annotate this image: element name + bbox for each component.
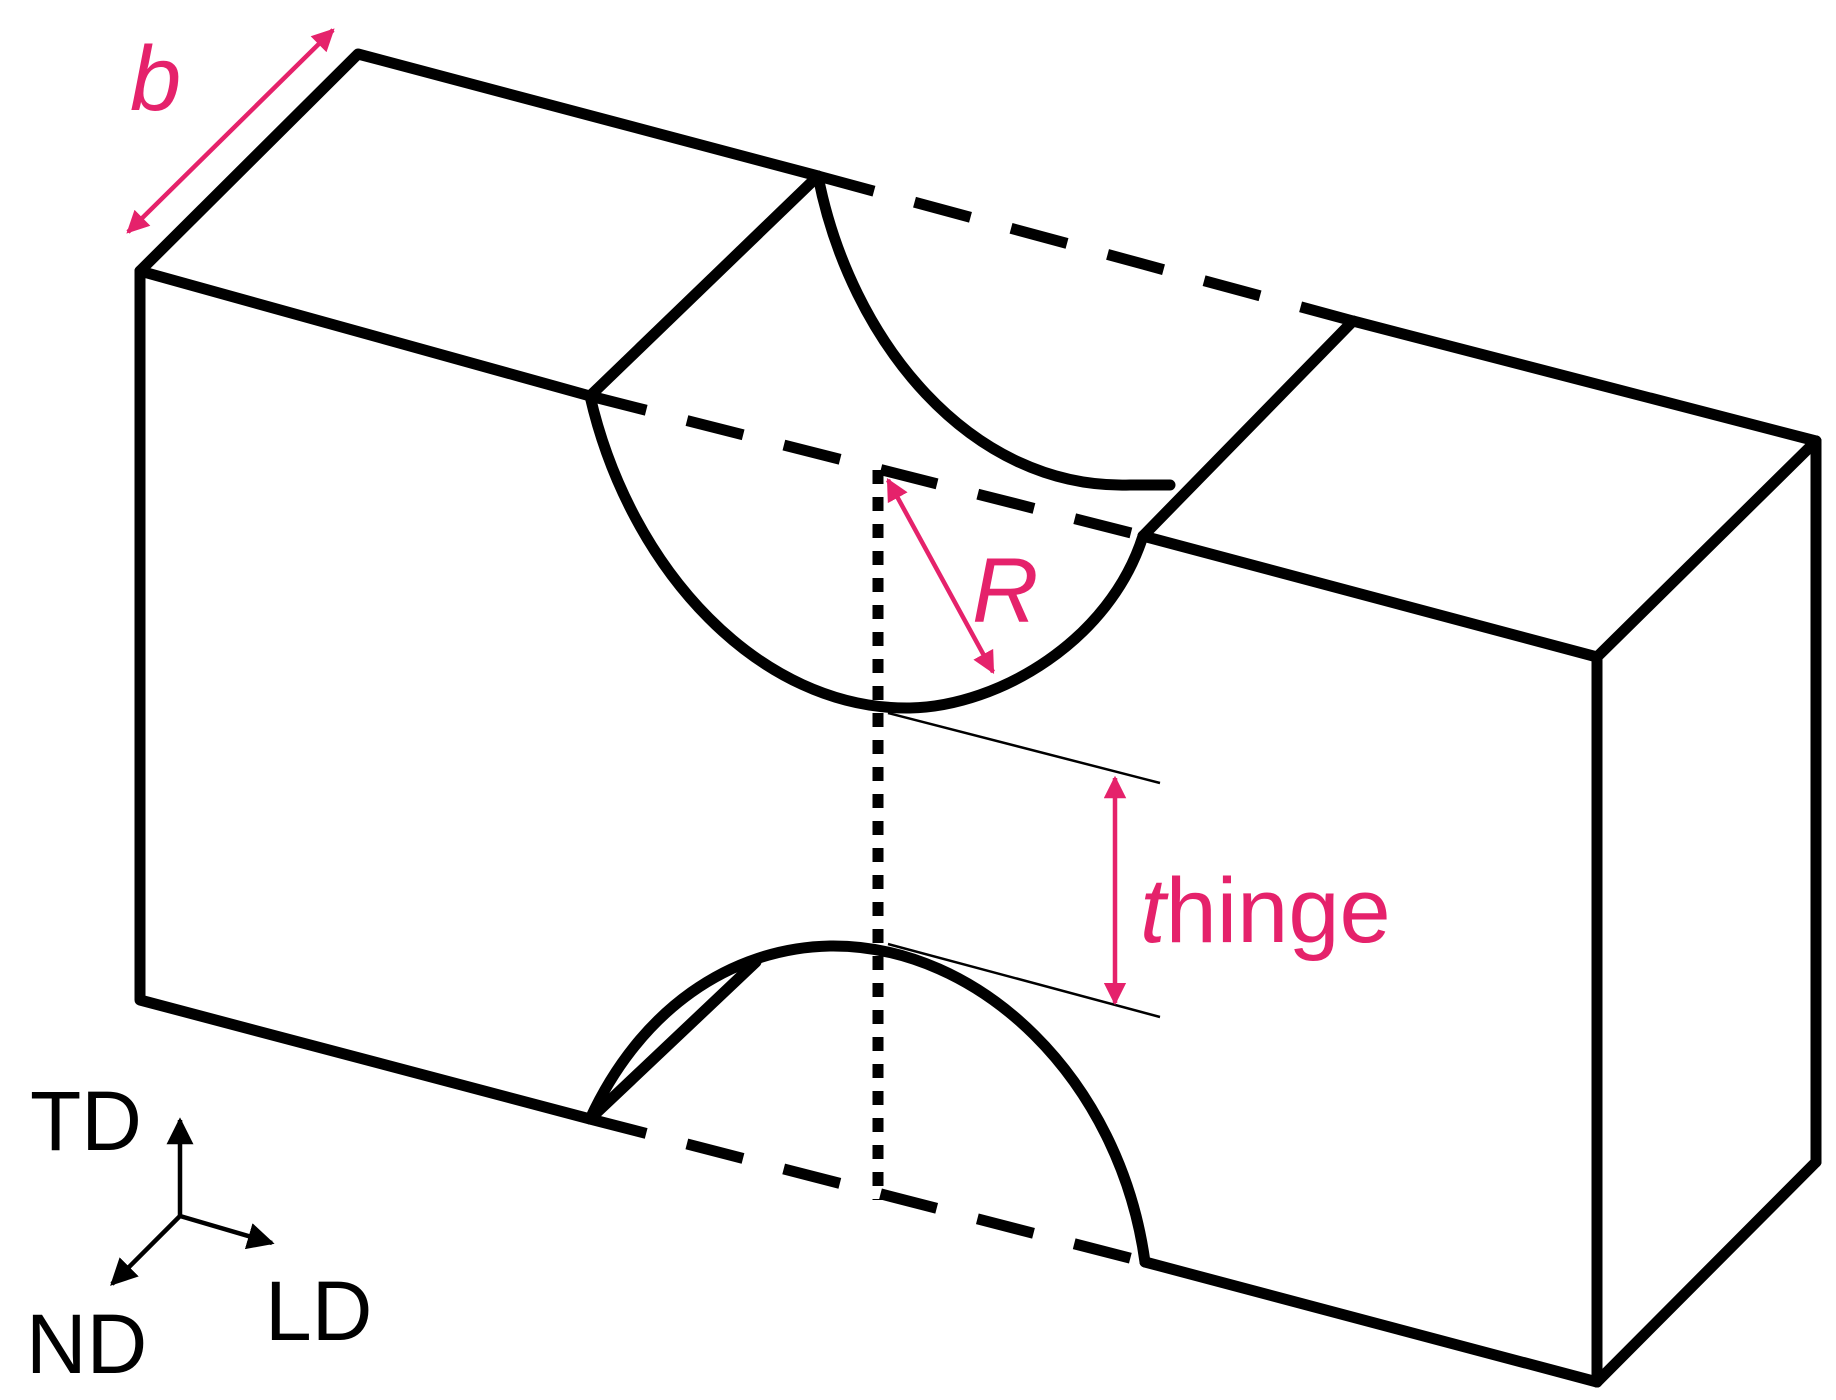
block-outline: [134, 48, 1822, 1388]
top-notch-back-arc: [812, 170, 1176, 491]
top-face-left-outline: [134, 48, 824, 277]
td-axis-label: TD: [30, 1074, 142, 1168]
hidden-edges: [588, 170, 1355, 1268]
hidden-top-front-edge: [588, 390, 1145, 542]
thickness-subscript-label: hinge: [1166, 860, 1391, 962]
radius-label: R: [972, 540, 1038, 642]
ld-axis-label: LD: [265, 1264, 372, 1358]
ld-axis-arrow: [179, 1213, 275, 1250]
width-b-arrow: [126, 28, 335, 234]
lower-extension-line: [887, 942, 1161, 1019]
radius-r-arrow: [886, 478, 995, 674]
top-face-back-right-edge: [1347, 315, 1822, 447]
nd-axis-arrow: [110, 1214, 182, 1286]
front-bottom-right-edge: [1139, 1256, 1603, 1388]
upper-extension-line: [887, 711, 1161, 785]
thickness-main-label: t: [1140, 860, 1169, 962]
thickness-label: thinge: [1140, 860, 1391, 962]
front-top-right-edge: [1137, 530, 1603, 663]
bottom-notch-front-arc: [584, 940, 1151, 1268]
bottom-notch-slope: [584, 956, 762, 1125]
top-notch: [584, 170, 1359, 714]
top-notch-right-slope: [1137, 315, 1359, 542]
top-notch-front-arc: [584, 390, 1149, 714]
top-face-right-edge: [1591, 435, 1822, 663]
thickness-extension-lines: [887, 711, 1161, 1019]
width-label: b: [130, 28, 181, 130]
top-notch-left-slope: [584, 170, 824, 402]
hidden-bottom-front-edge: [588, 1113, 1147, 1268]
hidden-top-back-edge: [816, 170, 1355, 327]
dimension-arrows: [126, 28, 1127, 1006]
bottom-notch: [584, 940, 1151, 1268]
nd-axis-label: ND: [26, 1297, 147, 1391]
axis-triad: TD ND LD: [26, 1074, 372, 1391]
front-face-left-outline: [134, 265, 596, 1125]
side-face-bottom-edge: [1591, 1156, 1822, 1388]
